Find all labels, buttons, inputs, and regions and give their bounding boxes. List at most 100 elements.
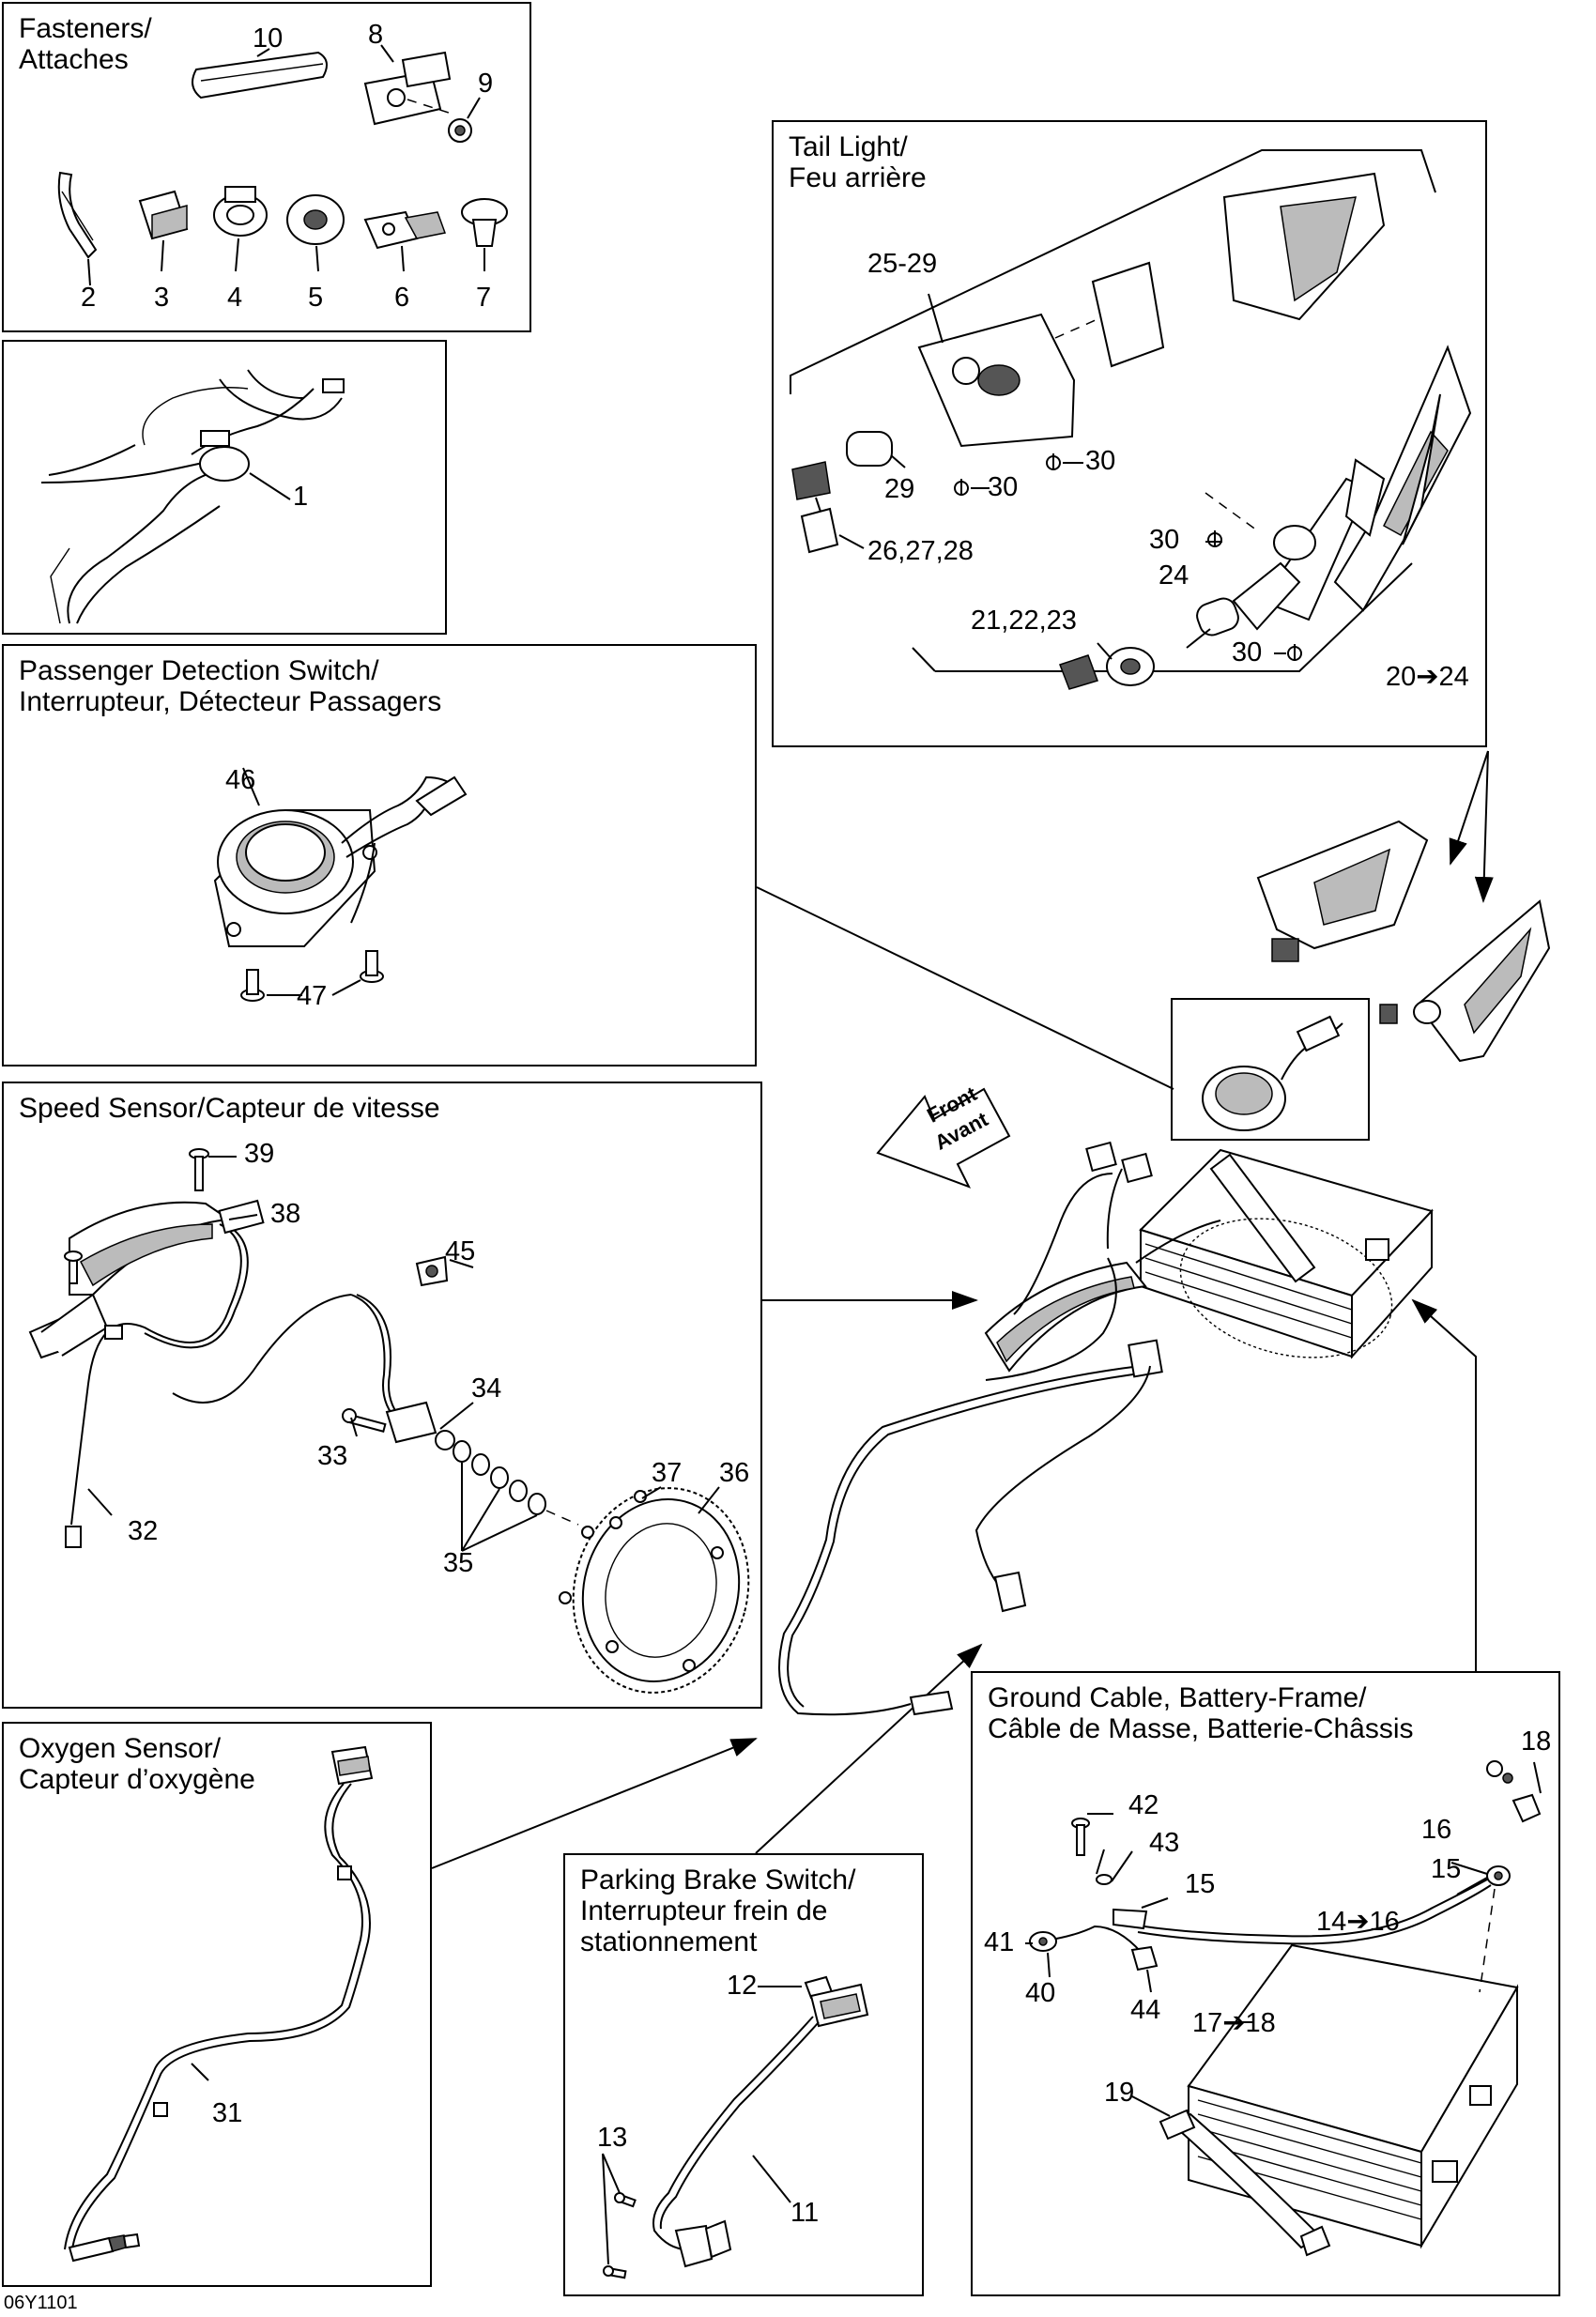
callout-24: 24: [1159, 560, 1189, 591]
callout-35: 35: [443, 1548, 474, 1578]
cable-terminal-icon: [1113, 1865, 1511, 1930]
speed-sensor-art: [28, 1148, 750, 1694]
screw-icon: [240, 969, 265, 1002]
callout-13: 13: [597, 2123, 628, 2153]
callout-42: 42: [1128, 1790, 1159, 1820]
callout-14-16: 14➔16: [1316, 1907, 1400, 1937]
parking-brake-switch-icon: [674, 2219, 732, 2268]
callout-19: 19: [1104, 2078, 1135, 2108]
callout-18: 18: [1521, 1726, 1552, 1757]
callout-30: 30: [1149, 525, 1180, 555]
callout-40: 40: [1025, 1978, 1056, 2008]
callout-46: 46: [225, 765, 256, 795]
screw-icon: [1287, 644, 1302, 661]
callout-20-24: 20➔24: [1386, 662, 1469, 692]
callout-30: 30: [988, 472, 1019, 502]
passenger-detection-title: Passenger Detection Switch/ Interrupteur…: [19, 655, 442, 717]
oxygen-sensor-title: Oxygen Sensor/ Capteur d’oxygène: [19, 1733, 255, 1795]
nut-icon: [1130, 1945, 1159, 1972]
bulb-icon: [846, 431, 893, 467]
nut-icon: [1512, 1793, 1542, 1823]
callout-8: 8: [368, 20, 384, 50]
callout-11: 11: [790, 2198, 820, 2228]
bolt-icon: [342, 1408, 387, 1434]
callout-41: 41: [984, 1927, 1015, 1957]
speed-bracket-assembly-icon: [984, 1261, 1147, 1373]
callout-7: 7: [476, 283, 492, 313]
screw-icon: [360, 950, 384, 983]
callout-37: 37: [652, 1458, 683, 1488]
bolt-icon: [559, 1591, 572, 1604]
callout-2: 2: [81, 283, 97, 313]
push-rivet-icon: [461, 198, 508, 247]
tail-light-housing-left-icon: [917, 261, 1165, 448]
ground-cable-art: [1025, 1760, 1542, 2257]
callout-38: 38: [270, 1199, 301, 1229]
fasteners-title: Fasteners/ Attaches: [19, 13, 152, 75]
tail-light-panel: Tail Light/ Feu arrière: [772, 120, 1487, 747]
callout-21-22-23: 21,22,23: [971, 606, 1077, 636]
callout-1: 1: [293, 482, 309, 512]
callout-45: 45: [445, 1236, 476, 1266]
callout-30: 30: [1232, 637, 1263, 667]
tail-light-assembly-icon: [1256, 820, 1551, 1063]
battery-strap-icon: [1159, 2109, 1331, 2257]
screw-icon: [614, 2192, 637, 2208]
tab-clip-icon: [363, 210, 447, 250]
callout-4: 4: [227, 283, 243, 313]
passenger-switch-icon: [213, 809, 377, 947]
callout-10: 10: [253, 23, 284, 54]
battery-assembly-icon: [1139, 1148, 1434, 1359]
callout-30: 30: [1085, 446, 1116, 476]
passenger-switch-art: [213, 767, 468, 1002]
washer-icon: [1096, 1874, 1113, 1885]
parking-brake-panel: Parking Brake Switch/ Interrupteur frein…: [563, 1853, 924, 2296]
speed-sensor-icon: [385, 1401, 455, 1450]
tone-ring-icon: [572, 1487, 750, 1694]
washer-icon: [453, 1440, 471, 1463]
fasteners-art: [57, 44, 508, 286]
drawing-code: 06Y1101: [4, 2293, 78, 2313]
washer-icon: [471, 1453, 490, 1476]
callout-15: 15: [1431, 1854, 1462, 1884]
bracket-clip-icon: [363, 51, 452, 126]
oxygen-sensor-probe-icon: [68, 2233, 141, 2263]
oxygen-sensor-panel: Oxygen Sensor/ Capteur d’oxygène 31: [2, 1722, 432, 2287]
speed-sensor-panel: Speed Sensor/Capteur de vitesse: [2, 1082, 762, 1709]
callout-17-18: 17➔18: [1192, 2008, 1276, 2038]
screw-icon: [603, 2265, 627, 2279]
bolt-icon: [1486, 1760, 1513, 1784]
callout-32: 32: [128, 1516, 159, 1546]
tail-light-housing-right-icon: [1232, 393, 1441, 631]
oxygen-sensor-connector-icon: [330, 1745, 374, 1786]
callout-34: 34: [471, 1373, 502, 1404]
bolt-icon: [64, 1251, 83, 1284]
clamp-icon: [213, 186, 268, 237]
grommet-clamp-icon: [286, 194, 345, 245]
tail-light-lens-left-icon: [1222, 172, 1386, 321]
cable-tie-icon: [57, 171, 98, 259]
bulb-socket-icon: [1059, 647, 1155, 690]
callout-6: 6: [394, 283, 410, 313]
bulb-icon: [1196, 597, 1239, 637]
callout-36: 36: [719, 1458, 750, 1488]
screw-icon: [1046, 453, 1061, 470]
screw-icon: [1207, 530, 1222, 547]
callout-39: 39: [244, 1139, 275, 1169]
wiring-harness-icon: [40, 369, 345, 624]
callout-44: 44: [1130, 1995, 1161, 2025]
ground-cable-panel: Ground Cable, Battery-Frame/ Câble de Ma…: [971, 1671, 1560, 2296]
fasteners-panel: Fasteners/ Attaches: [2, 2, 531, 332]
speed-sensor-title: Speed Sensor/Capteur de vitesse: [19, 1093, 440, 1124]
callout-43: 43: [1149, 1828, 1180, 1858]
callout-26-27-28: 26,27,28: [867, 536, 974, 566]
bolt-icon: [581, 1526, 594, 1539]
washer-icon: [490, 1466, 509, 1489]
push-nut-icon: [448, 118, 472, 143]
bolt-icon: [1071, 1818, 1090, 1856]
callout-5: 5: [308, 283, 324, 313]
grommet-icon: [415, 1255, 449, 1287]
oxygen-sensor-art: [64, 1745, 374, 2263]
parking-brake-art: [602, 1975, 869, 2279]
callout-16: 16: [1421, 1815, 1452, 1845]
